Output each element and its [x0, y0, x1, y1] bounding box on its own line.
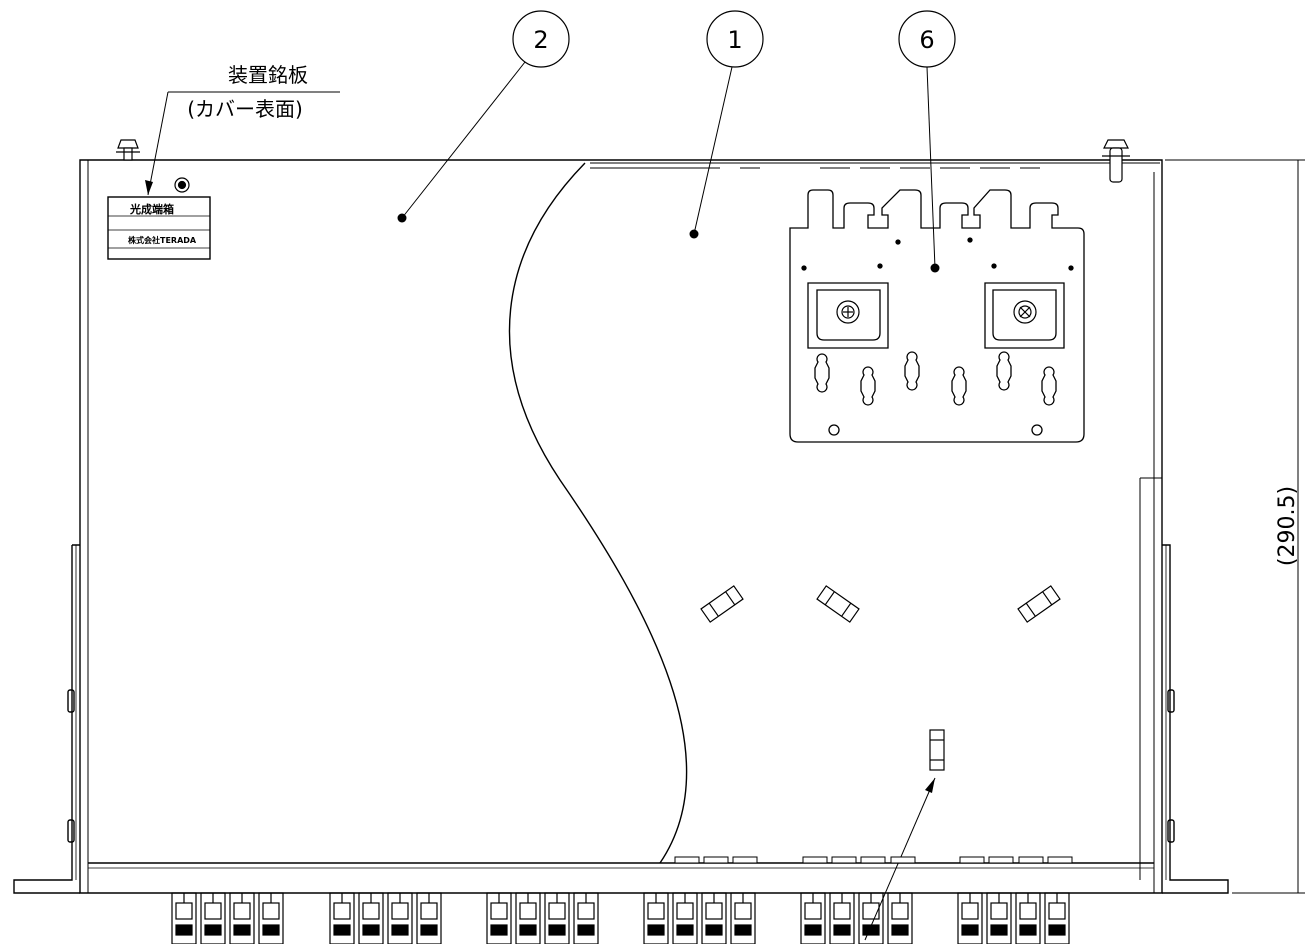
inner-tab	[703, 856, 729, 864]
inner-tab-row	[674, 856, 1073, 864]
nameplate-label: 装置銘板	[228, 63, 308, 87]
dimension-290	[1165, 159, 1305, 894]
inner-tab	[802, 856, 828, 864]
inner-tab	[674, 856, 700, 864]
lc-connector	[829, 892, 855, 944]
nameplate-sublabel: (カバー表面)	[187, 97, 303, 121]
nameplate-maker: 株式会社TERADA	[128, 235, 197, 245]
enclosure-outline	[79, 159, 1163, 894]
lc-connector	[800, 892, 826, 944]
lc-connector	[171, 892, 197, 944]
cable-clip	[816, 585, 860, 623]
lc-connector	[358, 892, 384, 944]
left-mounting-ear	[13, 544, 80, 894]
lc-connector	[387, 892, 413, 944]
lc-connector	[515, 892, 541, 944]
lc-connector	[200, 892, 226, 944]
lc-connector	[858, 892, 884, 944]
lc-connector	[1044, 892, 1070, 944]
callout-6-number: 6	[919, 26, 934, 54]
lc-connector	[701, 892, 727, 944]
lc-connector	[887, 892, 913, 944]
inner-tab	[831, 856, 857, 864]
clip-leader-arrow	[925, 778, 935, 793]
lc-connector	[544, 892, 570, 944]
lc-connector	[486, 892, 512, 944]
phillips-screw-icon	[1013, 300, 1037, 324]
phillips-screw-icon	[836, 300, 860, 324]
lc-connector	[643, 892, 669, 944]
inner-tab	[959, 856, 985, 864]
callout-2-number: 2	[533, 26, 548, 54]
ground-screw-icon	[174, 177, 190, 193]
cable-clip-vertical	[929, 729, 945, 771]
inner-tab	[1047, 856, 1073, 864]
cable-clip	[700, 585, 744, 623]
dimension-value: (290.5)	[1275, 486, 1300, 566]
inner-tab	[988, 856, 1014, 864]
inner-tab	[890, 856, 916, 864]
left-top-knob	[116, 139, 140, 161]
inner-tab	[732, 856, 758, 864]
lc-connector	[329, 892, 355, 944]
lc-connector	[672, 892, 698, 944]
connector-row	[171, 892, 1070, 944]
callout-6: 6	[898, 10, 956, 273]
lc-connector	[730, 892, 756, 944]
callout-1: 1	[689, 10, 764, 239]
cable-clip	[1017, 585, 1061, 623]
lc-connector	[416, 892, 442, 944]
right-mounting-ear	[1162, 544, 1229, 894]
callout-1-number: 1	[727, 26, 742, 54]
right-top-knob	[1102, 139, 1130, 183]
nameplate-title: 光成端箱	[129, 202, 174, 216]
inner-tab	[1018, 856, 1044, 864]
nameplate-leader-arrow	[145, 180, 153, 195]
lc-connector	[957, 892, 983, 944]
adapter-bracket	[789, 189, 1085, 443]
lc-connector	[573, 892, 599, 944]
callout-2: 2	[397, 10, 570, 223]
inner-tab	[860, 856, 886, 864]
lc-connector	[986, 892, 1012, 944]
lc-connector	[258, 892, 284, 944]
lc-connector	[229, 892, 255, 944]
cutaway-line	[508, 162, 688, 864]
nameplate-leader	[147, 91, 169, 196]
lc-connector	[1015, 892, 1041, 944]
nameplate: 光成端箱 株式会社TERADA	[107, 196, 211, 260]
